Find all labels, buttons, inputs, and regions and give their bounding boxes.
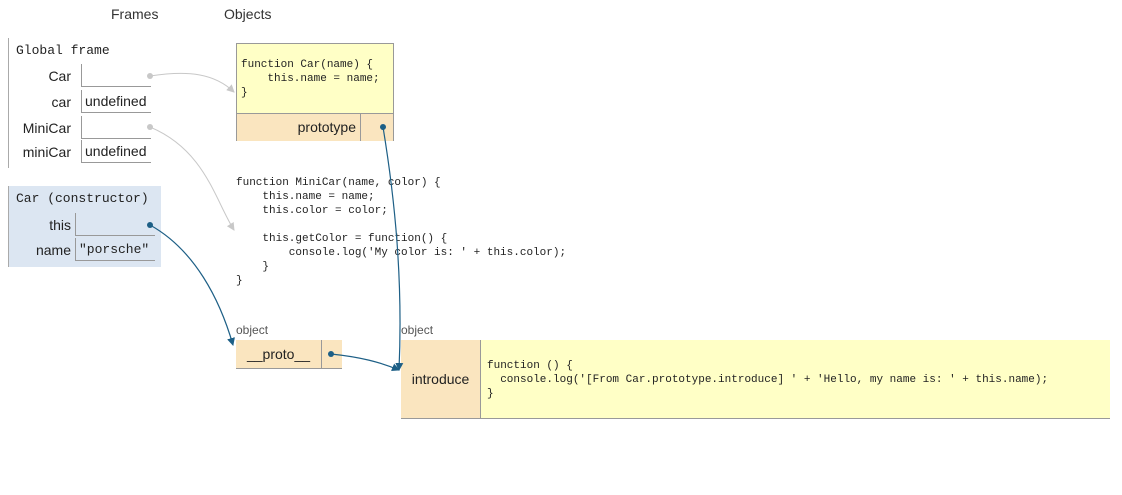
pointer-car-to-function — [147, 72, 235, 93]
prototype-object-type-label: object — [401, 323, 434, 337]
var-value-minicar: undefined — [81, 140, 151, 163]
proto-object-type-label: object — [236, 323, 269, 337]
global-frame-title: Global frame — [16, 43, 110, 58]
introduce-function-code: function () { console.log('[From Car.pro… — [487, 360, 1049, 400]
car-function-code: function Car(name) { this.name = name; } — [241, 59, 380, 99]
proto-object-key: __proto__ — [236, 340, 322, 368]
pointer-this-to-object — [147, 222, 235, 346]
proto-object: __proto__ — [236, 340, 342, 369]
minicar-function-code: function MiniCar(name, color) { this.nam… — [236, 177, 567, 287]
global-frame: Global frame Car car undefined MiniCar m… — [8, 38, 154, 168]
var-value-car: undefined — [81, 90, 151, 113]
var-value-this — [75, 213, 155, 236]
var-name-minicar-function: MiniCar — [22, 120, 71, 136]
constructor-frame-title: Car (constructor) — [16, 191, 149, 206]
pointer-prototype-to-object — [380, 124, 404, 371]
constructor-frame: Car (constructor) this name "porsche" — [8, 186, 161, 267]
car-function-object: function Car(name) { this.name = name; }… — [236, 43, 394, 141]
pointer-minicar-to-function — [147, 124, 235, 231]
prototype-object: introduce function () { console.log('[Fr… — [401, 340, 1110, 419]
car-prototype-row: prototype — [237, 113, 393, 141]
var-value-car-function — [81, 64, 151, 87]
var-value-name: "porsche" — [75, 238, 155, 261]
objects-header: Objects — [224, 6, 272, 22]
car-prototype-label: prototype — [237, 114, 361, 141]
var-name-car-function: Car — [48, 68, 71, 84]
var-name-this: this — [49, 217, 71, 233]
var-name-car: car — [51, 94, 71, 110]
var-name-minicar: miniCar — [22, 144, 71, 160]
frames-header: Frames — [111, 6, 159, 22]
var-value-minicar-function — [81, 116, 151, 139]
introduce-key: introduce — [401, 340, 481, 418]
var-name-name: name — [35, 242, 71, 258]
pointer-proto-to-object — [328, 351, 400, 371]
